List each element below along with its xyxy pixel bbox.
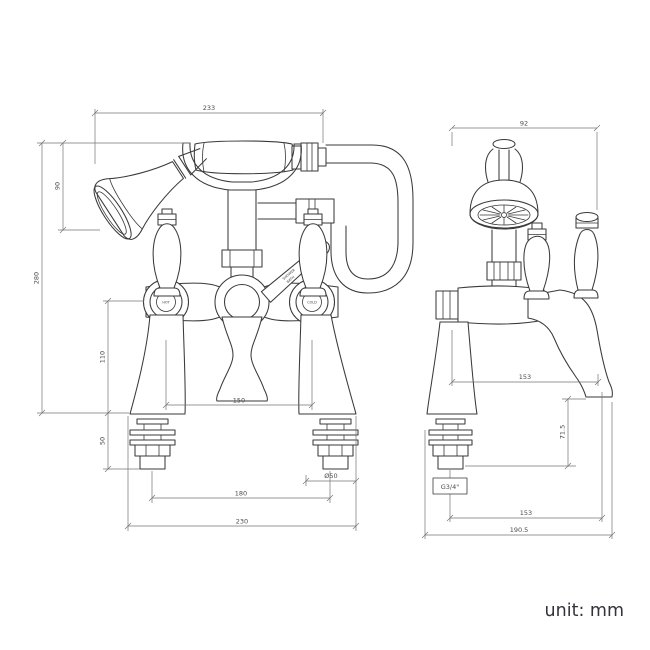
handset-grip (193, 140, 295, 175)
cold-handle (298, 208, 328, 297)
dim-valve-centres: 150 (233, 397, 245, 405)
front-extension-lines (37, 109, 357, 531)
diverter-pipe (257, 202, 297, 220)
dim-deck-to-valve: 110 (99, 351, 107, 363)
cradle-outer (182, 142, 302, 191)
unit-label: unit: mm (544, 601, 624, 621)
dim-overall-height: 280 (33, 272, 41, 284)
riser-collar (221, 249, 263, 268)
side-extension-lines (424, 132, 613, 539)
spray-face-hatch (479, 204, 529, 226)
spout-front (216, 316, 268, 402)
front-dimension-lines (38, 109, 360, 530)
front-lever-side (523, 222, 551, 300)
rear-lever-side (573, 211, 599, 299)
front-view: SHOWER BATH HOT COLD (33, 104, 414, 531)
dim-base-diameter: Ø50 (324, 472, 337, 480)
spout-side (527, 289, 613, 398)
left-leg-tail (129, 418, 176, 470)
dim-thread: G3/4" (441, 483, 460, 491)
hose-outer (325, 144, 414, 294)
riser-column (227, 189, 257, 251)
side-dimensions: G3/4" 92 153 71.5 153 190.5 (421, 120, 616, 539)
side-dimension-lines (421, 124, 616, 539)
side-view: G3/4" 92 153 71.5 153 190.5 (421, 120, 616, 539)
cradle-side (485, 138, 523, 183)
front-art: SHOWER BATH HOT COLD (93, 140, 414, 470)
front-dimensions: 233 90 280 110 50 150 Ø50 180 230 (33, 104, 360, 531)
leg-tail-side (428, 418, 473, 470)
dim-overall-width: 230 (236, 518, 248, 526)
dim-handset-height: 90 (54, 182, 62, 190)
hot-handle (152, 208, 182, 297)
right-leg-tail (312, 418, 359, 470)
cradle-inner (189, 142, 295, 183)
dim-side-top-width: 92 (520, 120, 528, 128)
dim-tail-length: 50 (99, 437, 107, 445)
head-neck (491, 229, 517, 263)
right-leg-shroud (298, 314, 357, 415)
dim-top-width: 233 (203, 104, 215, 112)
dim-spout-reach-base: 153 (520, 509, 532, 517)
hot-label: HOT (162, 301, 170, 305)
thread-callout-box (432, 477, 468, 495)
diverter-label-bath: BATH (286, 275, 296, 284)
hose-inner (325, 162, 399, 280)
handset-head (93, 148, 207, 240)
handset-hose-nut (291, 142, 327, 172)
dim-inlet-centres: 180 (235, 490, 247, 498)
neck-coupler (486, 261, 522, 281)
left-leg-shroud (129, 314, 186, 415)
shower-head-side (469, 179, 539, 230)
dim-spout-outlet-height: 71.5 (559, 425, 567, 439)
dim-overall-depth: 190.5 (510, 526, 529, 534)
cold-label: COLD (307, 301, 317, 305)
dim-spout-reach: 153 (519, 373, 531, 381)
